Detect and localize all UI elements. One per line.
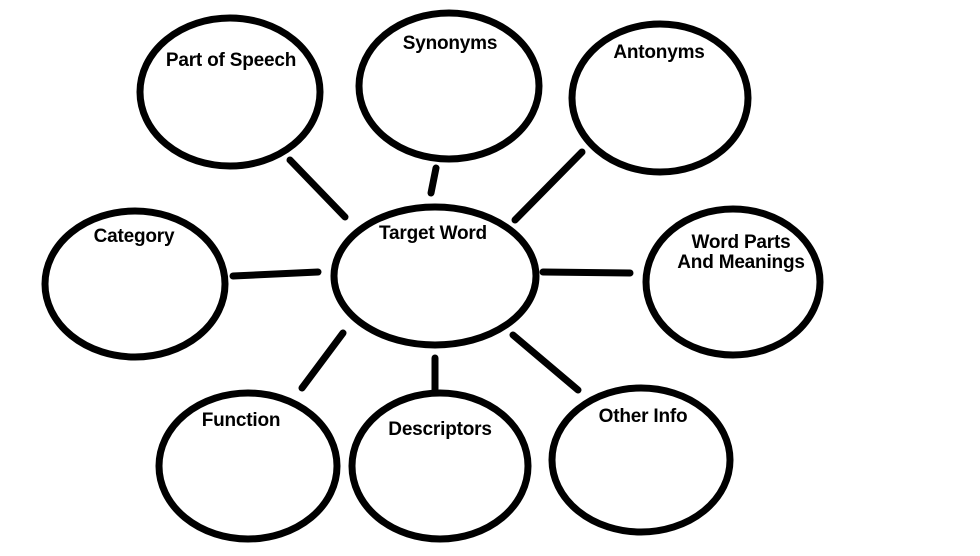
- node-ellipse-part-of-speech: [136, 14, 324, 170]
- connector-target-function: [298, 329, 347, 392]
- node-label-part-of-speech: Part of Speech: [165, 50, 297, 71]
- connector-target-synonyms: [427, 164, 440, 197]
- node-ellipse-category: [41, 207, 229, 361]
- connector-target-part-of-speech: [286, 156, 349, 221]
- node-ellipse-synonyms: [355, 9, 543, 163]
- node-label-target-word: Target Word: [379, 223, 487, 244]
- connector-target-word-parts: [539, 268, 634, 277]
- connector-target-category: [229, 268, 322, 280]
- node-ellipse-descriptors: [348, 389, 532, 543]
- node-ellipse-antonyms: [568, 20, 752, 176]
- connector-target-antonyms: [511, 148, 586, 224]
- node-label-descriptors: Descriptors: [388, 419, 492, 440]
- node-label-other-info: Other Info: [598, 406, 688, 427]
- node-label-synonyms: Synonyms: [402, 33, 498, 54]
- connector-target-other-info: [509, 331, 582, 394]
- node-ellipse-other-info: [548, 384, 734, 536]
- node-label-word-parts: Word Parts And Meanings: [677, 232, 805, 273]
- node-ellipse-word-parts: [642, 205, 824, 359]
- node-label-antonyms: Antonyms: [613, 42, 705, 63]
- node-label-category: Category: [93, 226, 175, 247]
- node-ellipse-function: [155, 389, 341, 543]
- node-label-function: Function: [201, 410, 281, 431]
- node-ellipse-target-word: [330, 203, 540, 349]
